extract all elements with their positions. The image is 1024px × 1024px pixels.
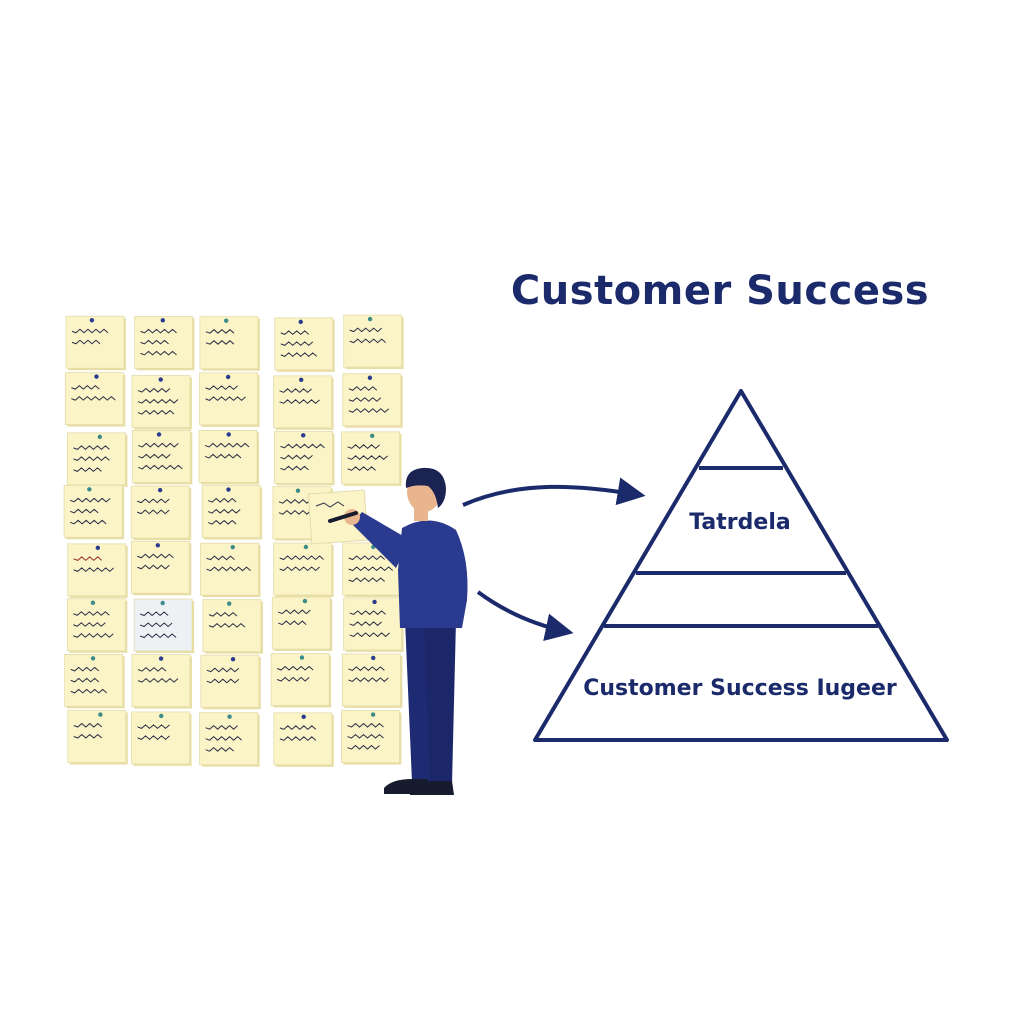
sticky-note <box>274 430 335 486</box>
person-shoe-front <box>410 781 454 795</box>
sticky-note <box>201 485 263 540</box>
person-torso <box>398 520 468 628</box>
sticky-note <box>67 710 128 765</box>
person-leg-front <box>424 620 456 784</box>
sticky-note <box>199 712 260 767</box>
sticky-note <box>63 484 125 540</box>
person-figure <box>328 467 468 795</box>
sticky-note <box>202 599 263 654</box>
sticky-note <box>274 317 335 372</box>
sticky-note <box>133 598 195 654</box>
sticky-note <box>343 597 404 652</box>
sticky-note-board <box>63 314 404 767</box>
sticky-note <box>200 654 261 710</box>
pyramid-outline <box>533 389 949 742</box>
person-arm <box>352 512 410 568</box>
diagram-title: Customer Success <box>510 268 930 314</box>
sticky-note <box>200 542 261 598</box>
arrow-to-pyramid-middle <box>476 590 574 642</box>
sticky-note <box>64 653 125 709</box>
sticky-note <box>65 315 126 371</box>
sticky-note <box>131 711 192 766</box>
marker-pen <box>328 511 358 523</box>
sticky-note <box>341 431 402 486</box>
sticky-note <box>273 375 334 430</box>
sticky-note <box>199 372 260 427</box>
sticky-note <box>131 654 193 709</box>
sticky-note <box>134 315 195 371</box>
sticky-note <box>343 314 404 370</box>
pyramid-tier-4-label: Customer Success Iugeer <box>583 676 897 701</box>
sticky-note <box>341 653 403 708</box>
sticky-note <box>270 653 332 708</box>
sticky-note <box>271 596 333 652</box>
sticky-note <box>273 542 334 597</box>
sticky-note <box>67 432 128 487</box>
sticky-note <box>130 540 192 596</box>
person-hair <box>405 467 446 508</box>
sticky-note <box>130 485 192 541</box>
sticky-note <box>66 598 128 653</box>
sticky-note <box>341 710 402 765</box>
sticky-note <box>342 373 403 428</box>
sticky-note <box>67 543 128 598</box>
arrow-to-pyramid-top <box>462 477 646 507</box>
sticky-note <box>199 316 260 371</box>
pyramid <box>533 389 949 742</box>
pyramid-tier-2-label: Tatrdela <box>689 510 791 535</box>
sticky-note <box>131 430 193 485</box>
sticky-note <box>64 372 126 427</box>
sticky-note <box>131 375 192 430</box>
sticky-note <box>198 430 260 485</box>
sticky-note <box>273 712 334 767</box>
